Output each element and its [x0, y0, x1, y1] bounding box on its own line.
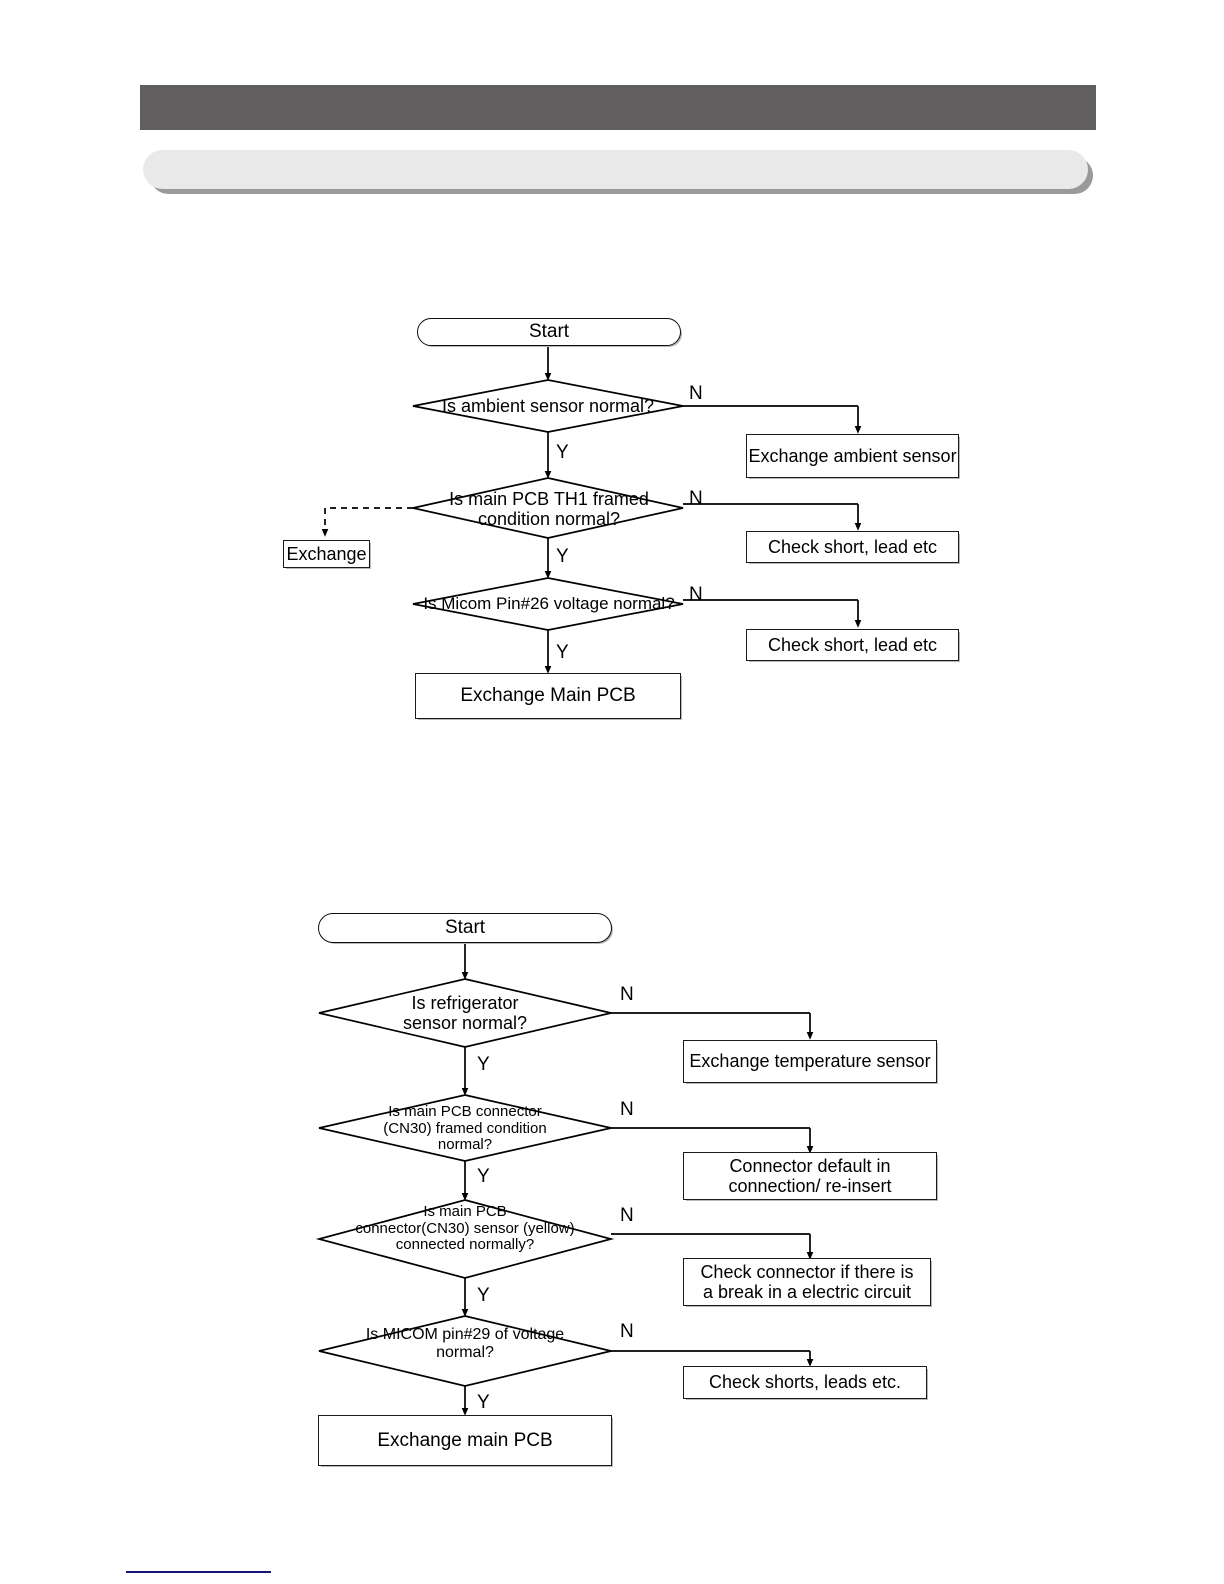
- fc2-edge-label-n1: N: [620, 984, 634, 1005]
- fc2-start-node: Start: [318, 913, 612, 943]
- fc1-decision-1-label: Is ambient sensor normal?: [441, 395, 655, 416]
- header-bar-dark: [140, 85, 1096, 130]
- fc2-action-check-shorts-leads: Check shorts, leads etc.: [683, 1366, 927, 1399]
- fc1-start-node: Start: [417, 318, 681, 346]
- fc2-edge-label-n2: N: [620, 1099, 634, 1120]
- fc2-edge-label-n4: N: [620, 1321, 634, 1342]
- fc2-action-exchange-temperature-sensor: Exchange temperature sensor: [683, 1040, 937, 1083]
- fc1-action-check-short-lead-2: Check short, lead etc: [746, 629, 959, 661]
- fc1-action-exchange-ambient-sensor: Exchange ambient sensor: [746, 434, 959, 478]
- fc2-edge-label-y1: Y: [477, 1054, 490, 1075]
- fc2-edge-label-n3: N: [620, 1205, 634, 1226]
- fc1-action-exchange: Exchange: [283, 540, 370, 568]
- fc1-start-label: Start: [528, 321, 570, 343]
- fc1-edge-label-n1: N: [689, 383, 703, 404]
- fc1-edge-label-y3: Y: [556, 642, 569, 663]
- fc2-action-exchange-main-pcb: Exchange main PCB: [318, 1415, 612, 1466]
- header-bar-pill: [143, 150, 1088, 189]
- fc1-action-exchange-main-pcb: Exchange Main PCB: [415, 673, 681, 719]
- fc1-edge-label-y2: Y: [556, 546, 569, 567]
- fc2-action-check-connector-break: Check connector if there is a break in a…: [683, 1258, 931, 1306]
- fc2-edge-label-y4: Y: [477, 1392, 490, 1413]
- fc1-edge-label-y1: Y: [556, 442, 569, 463]
- fc1-decision-3-label: Is Micom Pin#26 voltage normal?: [423, 594, 675, 614]
- fc2-edge-label-y3: Y: [477, 1285, 490, 1306]
- fc1-decision-2-label: Is main PCB TH1 framed condition normal?: [449, 488, 649, 529]
- fc2-start-label: Start: [444, 917, 486, 939]
- fc2-decision-2-label: Is main PCB connector (CN30) framed cond…: [383, 1102, 547, 1154]
- fc1-edge-label-n2: N: [689, 488, 703, 509]
- fc1-edge-label-n3: N: [689, 584, 703, 605]
- fc2-decision-4-label: Is MICOM pin#29 of voltage normal?: [365, 1326, 565, 1361]
- fc1-action-check-short-lead-1: Check short, lead etc: [746, 531, 959, 563]
- fc2-decision-3-label: Is main PCB connector(CN30) sensor (yell…: [355, 1202, 575, 1254]
- fc2-edge-label-y2: Y: [477, 1166, 490, 1187]
- fc2-decision-1-label: Is refrigerator sensor normal?: [402, 992, 528, 1033]
- footer-rule: [126, 1571, 271, 1573]
- fc2-action-connector-default: Connector default in connection/ re-inse…: [683, 1152, 937, 1200]
